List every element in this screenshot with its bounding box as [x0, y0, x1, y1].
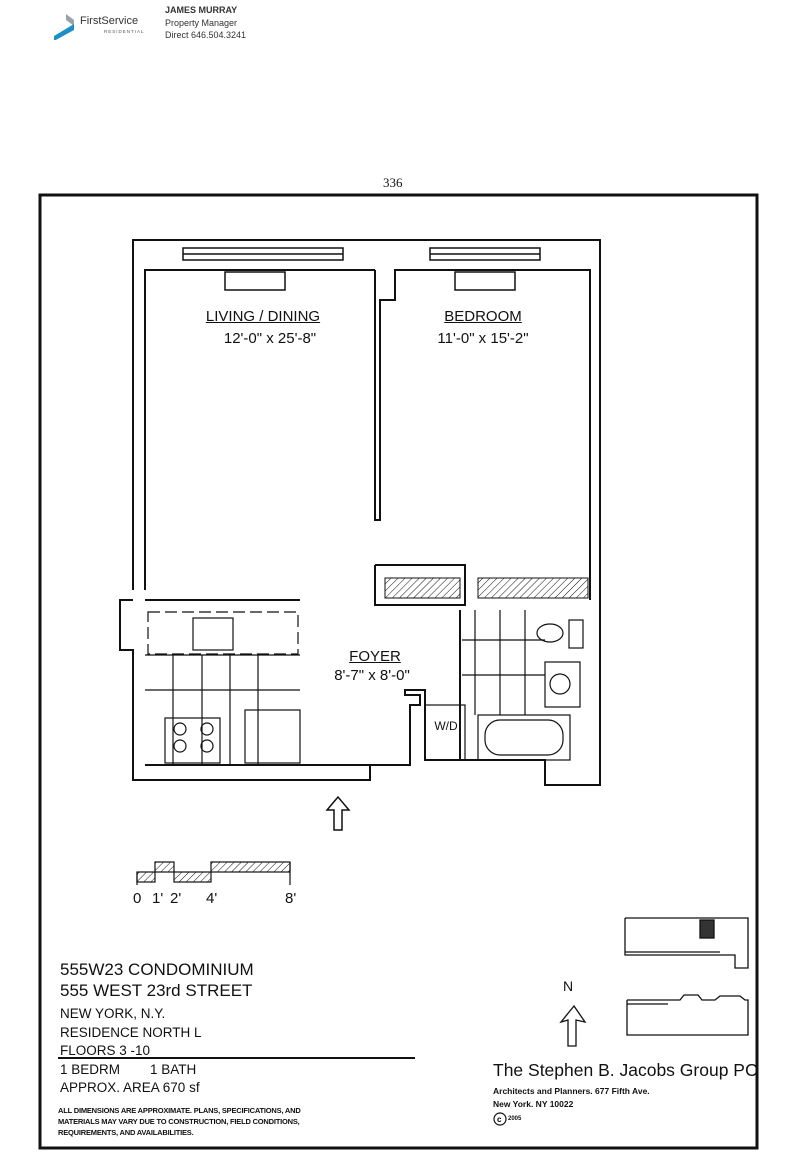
copyright-year: 2005 — [508, 1116, 522, 1122]
disclaimer-line: REQUIREMENTS, AND AVAILABILITIES. — [58, 1128, 194, 1137]
foyer-dims: 8'-7" x 8'-0" — [334, 667, 410, 684]
contact-role: Property Manager — [165, 18, 238, 28]
living-dining-dims: 12'-0" x 25'-8" — [223, 330, 317, 347]
kitchen — [145, 611, 301, 765]
scale-label: 0 — [133, 890, 142, 907]
key-plan — [624, 917, 749, 1036]
building-name: 555W23 CONDOMINIUM — [60, 960, 254, 979]
washer-dryer-label: W/D — [434, 719, 458, 733]
north-arrow-icon — [559, 1004, 587, 1047]
entry-arrow-icon — [325, 795, 351, 831]
logo-subtext: RESIDENTIAL — [104, 29, 145, 34]
architect-name: The Stephen B. Jacobs Group PC — [493, 1060, 758, 1080]
bedroom-dims: 11'-0" x 15'-2" — [437, 330, 529, 347]
disclaimer-line: ALL DIMENSIONS ARE APPROXIMATE. PLANS, S… — [58, 1106, 301, 1115]
living-dining-label: LIVING / DINING — [205, 308, 321, 325]
closet — [384, 577, 461, 599]
scale-label: 8' — [285, 890, 297, 907]
residence: RESIDENCE NORTH L — [60, 1025, 202, 1040]
scale-label: 4' — [206, 890, 218, 907]
floors: FLOORS 3 -10 — [60, 1043, 151, 1058]
area: APPROX. AREA 670 sf — [60, 1080, 200, 1095]
north-label: N — [563, 978, 574, 994]
firstservice-logo-icon — [54, 14, 74, 40]
logo-text: FirstService — [80, 15, 139, 27]
city: NEW YORK, N.Y. — [60, 1006, 166, 1021]
foyer-label: FOYER — [349, 648, 401, 665]
baths: 1 BATH — [150, 1062, 197, 1077]
scale-label: 2' — [170, 890, 182, 907]
contact-phone[interactable]: Direct 646.504.3241 — [165, 30, 247, 40]
page-number: 336 — [383, 175, 403, 190]
copyright-icon — [493, 1112, 507, 1126]
scale-bar — [136, 861, 291, 885]
walls — [119, 239, 601, 786]
windows — [182, 247, 541, 291]
bathroom — [424, 610, 584, 761]
contact-name: JAMES MURRAY — [165, 5, 238, 15]
disclaimer-line: MATERIALS MAY VARY DUE TO CONSTRUCTION, … — [58, 1117, 300, 1126]
bedroom-label: BEDROOM — [444, 308, 522, 325]
architect-address: Architects and Planners. 677 Fifth Ave. — [493, 1086, 650, 1096]
bedrooms: 1 BEDRM — [60, 1062, 121, 1077]
page-border — [38, 193, 759, 1150]
building-address: 555 WEST 23rd STREET — [60, 981, 253, 1000]
architect-city: New York. NY 10022 — [493, 1099, 574, 1109]
svg-text:c: c — [497, 1115, 502, 1124]
closet — [477, 577, 589, 599]
scale-label: 1' — [152, 890, 164, 907]
